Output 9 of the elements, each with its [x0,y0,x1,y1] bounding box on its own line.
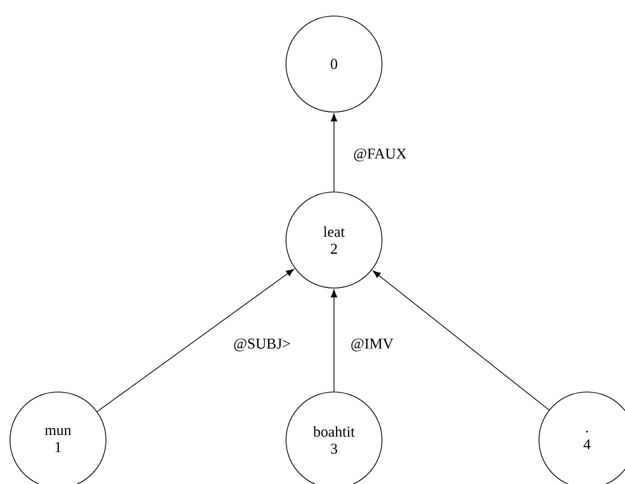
arrow [372,270,550,410]
arrow [330,290,338,392]
arrow [96,268,294,412]
circle-node: leat 2 [286,192,382,288]
edge-label: @FAUX [352,148,408,162]
arrow [330,114,338,192]
edge-label: @IMV [350,338,394,352]
edge-label: @SUBJ> [232,338,292,352]
circle-node: 0 [286,16,382,112]
